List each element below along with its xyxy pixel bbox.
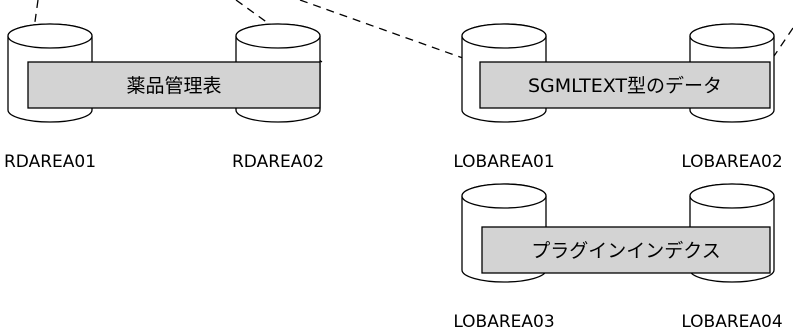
bar-drug-management-table: 薬品管理表 (27, 61, 321, 109)
label-lobarea01: LOBAREA01 (453, 152, 554, 172)
bar-plugin-index: プラグインインデクス (481, 226, 771, 274)
label-lobarea04: LOBAREA04 (681, 312, 782, 332)
label-rdarea02: RDAREA02 (232, 152, 324, 172)
label-lobarea03: LOBAREA03 (453, 312, 554, 332)
bar-label-table: 薬品管理表 (126, 75, 221, 97)
bar-label-plugin-index: プラグインインデクス (531, 240, 720, 262)
bar-sgmltext-data: SGMLTEXT型のデータ (479, 61, 771, 109)
label-lobarea02: LOBAREA02 (681, 152, 782, 172)
dashed-line-lobarea01 (299, 0, 475, 63)
label-rdarea01: RDAREA01 (4, 152, 96, 172)
bar-label-sgml: SGMLTEXT型のデータ (528, 75, 722, 97)
